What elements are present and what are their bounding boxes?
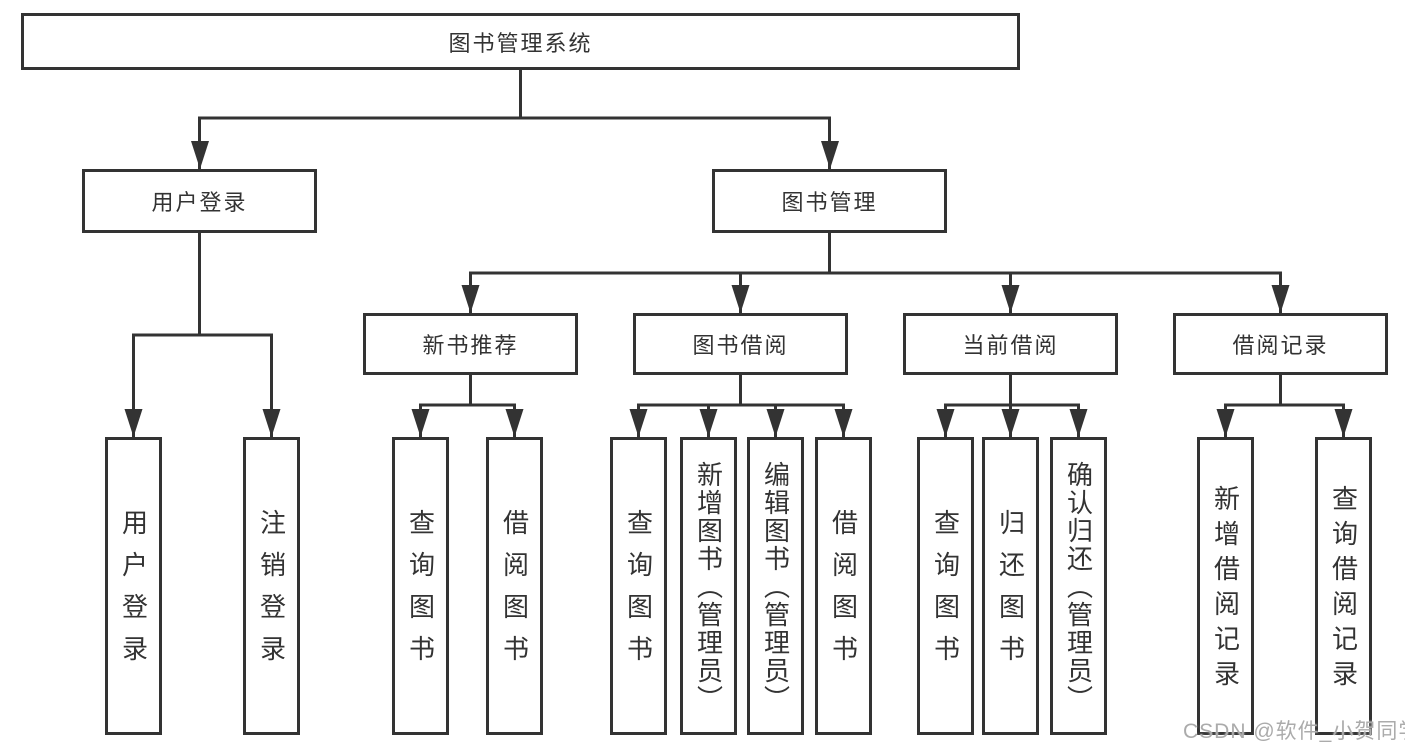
leaf-query-books-current: 查询图书: [917, 437, 974, 735]
leaf-query-books-recommend: 查询图书: [392, 437, 449, 735]
leaf-confirm-return-admin: 确认归还（管理员）: [1050, 437, 1107, 735]
node-borrowing-records: 借阅记录: [1173, 313, 1388, 375]
node-library-management-system: 图书管理系统: [21, 13, 1020, 70]
leaf-return-books: 归还图书: [982, 437, 1039, 735]
connector-borrowrecords-to-leaves: [1224, 375, 1345, 437]
node-user-login: 用户登录: [82, 169, 317, 233]
node-book-borrowing: 图书借阅: [633, 313, 848, 375]
node-book-management: 图书管理: [712, 169, 947, 233]
leaf-query-borrow-record: 查询借阅记录: [1315, 437, 1372, 735]
csdn-watermark: CSDN @软件_小贺同学: [1183, 720, 1405, 743]
leaf-user-login: 用户登录: [105, 437, 162, 735]
leaf-add-book-admin: 新增图书（管理员）: [680, 437, 737, 735]
leaf-edit-book-admin: 编辑图书（管理员）: [747, 437, 804, 735]
connector-currentborrow-to-leaves: [944, 375, 1080, 437]
node-new-book-recommendation: 新书推荐: [363, 313, 578, 375]
leaf-borrow-books-recommend: 借阅图书: [486, 437, 543, 735]
leaf-logout: 注销登录: [243, 437, 300, 735]
leaf-query-books-borrow: 查询图书: [610, 437, 667, 735]
connector-bookborrow-to-leaves: [637, 375, 845, 437]
leaf-borrow-books: 借阅图书: [815, 437, 872, 735]
leaf-add-borrow-record: 新增借阅记录: [1197, 437, 1254, 735]
connector-newbooks-to-leaves: [419, 375, 516, 437]
connector-root-to-level2: [198, 70, 831, 169]
connector-bookmgmt-to-level3: [469, 233, 1282, 313]
connector-userlogin-to-leaves: [132, 233, 273, 437]
node-current-borrowing: 当前借阅: [903, 313, 1118, 375]
